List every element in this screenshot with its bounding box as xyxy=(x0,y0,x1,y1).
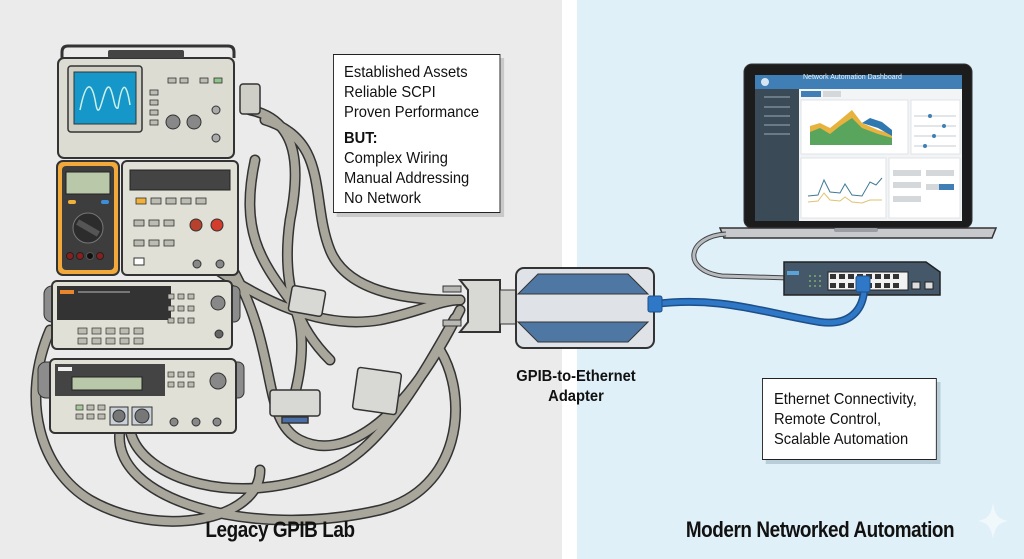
adapter-label-line1: GPIB-to-Ethernet xyxy=(516,368,636,385)
note-con-item: Complex Wiring xyxy=(344,150,448,167)
dashboard-sidebar xyxy=(755,89,799,221)
gpib-connector xyxy=(239,83,261,115)
oscilloscope-screen xyxy=(73,71,137,125)
gpib-connectors xyxy=(239,83,403,424)
function-generator xyxy=(43,280,241,350)
dashboard-title: Network Automation Dashboard xyxy=(803,74,902,81)
power-supply xyxy=(37,358,245,434)
oscilloscope xyxy=(57,44,236,159)
waveform xyxy=(79,86,131,111)
note-benefit-item: Ethernet Connectivity, xyxy=(773,391,917,408)
laptop xyxy=(718,63,998,239)
note-pro-item: Reliable SCPI xyxy=(344,84,436,101)
ethernet-cable xyxy=(647,275,871,327)
adapter-label: GPIB-to-Ethernet Adapter xyxy=(502,367,649,407)
gpib-connector xyxy=(287,284,327,318)
gpib-ethernet-adapter xyxy=(442,267,655,349)
note-con-item: Manual Addressing xyxy=(344,170,470,187)
note-but-label: BUT: xyxy=(344,130,378,147)
note-con-item: No Network xyxy=(344,190,421,207)
note-pro-item: Established Assets xyxy=(344,64,468,81)
gpib-connector xyxy=(269,389,321,417)
network-switch xyxy=(691,231,941,296)
legacy-panel-title: Legacy GPIB Lab xyxy=(205,517,355,542)
modern-benefits-note: Ethernet Connectivity, Remote Control, S… xyxy=(762,378,937,460)
bench-multimeter xyxy=(121,160,239,276)
sparkle-icon xyxy=(978,503,1008,539)
note-benefit-item: Remote Control, xyxy=(773,411,882,428)
note-pro-item: Proven Performance xyxy=(344,104,480,121)
adapter-label-line2: Adapter xyxy=(548,388,604,405)
legacy-features-note: Established Assets Reliable SCPI Proven … xyxy=(333,54,501,213)
dashboard-header xyxy=(755,75,962,89)
handheld-multimeter xyxy=(56,160,120,276)
modern-panel-title: Modern Networked Automation xyxy=(685,517,955,542)
note-benefit-item: Scalable Automation xyxy=(773,431,909,448)
gpib-connector xyxy=(351,366,403,416)
